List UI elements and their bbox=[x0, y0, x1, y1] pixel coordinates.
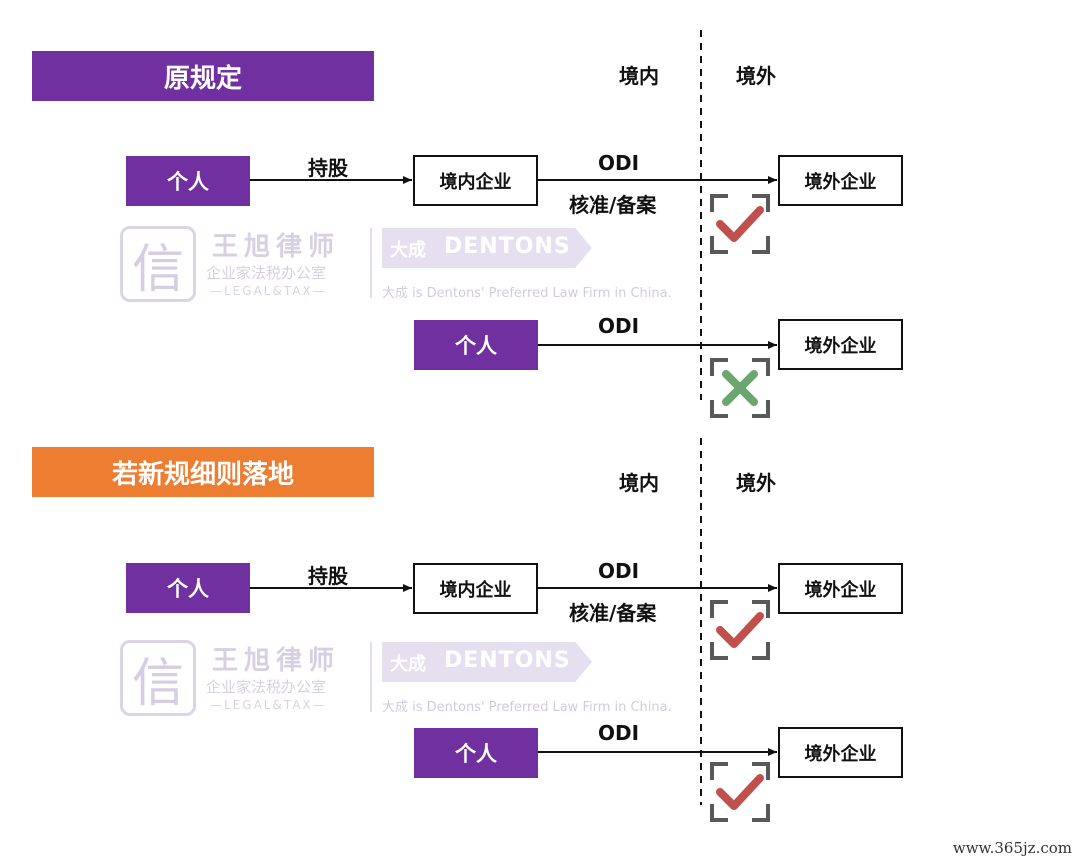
section2-row1-domestic-company-label: 境内企业 bbox=[439, 579, 512, 601]
section1-row1-odi-label: ODI bbox=[598, 151, 640, 175]
watermark-firm-sub: 企业家法税办公室 bbox=[206, 264, 327, 282]
section1-row2-overseas-company-box: 境外企业 bbox=[778, 319, 903, 370]
section2-row1-odi-label: ODI bbox=[598, 559, 640, 583]
section2-row2-person-box: 个人 bbox=[414, 728, 538, 778]
section1-row1-approval-label: 核准/备案 bbox=[569, 193, 657, 217]
watermark-seal-icon: 信 bbox=[120, 640, 196, 716]
watermark-dentons-en: DENTONS bbox=[444, 234, 571, 259]
section1-row2-person-label: 个人 bbox=[455, 334, 497, 358]
section2-row1-domestic-company-box: 境内企业 bbox=[413, 563, 538, 614]
watermark-firm-name: 王旭律师 bbox=[212, 646, 341, 676]
section2-row1-person-label: 个人 bbox=[167, 577, 209, 601]
section2-row1-shareholding-label: 持股 bbox=[308, 564, 348, 588]
section2-title-text: 若新规细则落地 bbox=[111, 459, 294, 490]
section1-row1-overseas-company-box: 境外企业 bbox=[778, 155, 903, 206]
section1-row1-person-label: 个人 bbox=[167, 170, 209, 194]
section1-row1-person-box: 个人 bbox=[126, 156, 250, 206]
section2-row1-overseas-company-label: 境外企业 bbox=[804, 579, 877, 601]
watermark-tagline: 大成 is Dentons' Preferred Law Firm in Chi… bbox=[382, 286, 672, 301]
watermark-firm-sub: 企业家法税办公室 bbox=[206, 678, 327, 696]
watermark-dentons-cn: 大成 bbox=[390, 654, 426, 675]
watermark-seal-char: 信 bbox=[131, 653, 184, 714]
watermark-dentons-cn: 大成 bbox=[390, 240, 426, 261]
section1-row2-person-box: 个人 bbox=[414, 320, 538, 370]
footer-url: www.365jz.com bbox=[952, 839, 1072, 857]
section1-row2-odi-label: ODI bbox=[598, 314, 640, 338]
section1-row1-check-icon bbox=[710, 194, 770, 254]
section1-row1-shareholding-label: 持股 bbox=[308, 156, 348, 180]
watermark-dentons-en: DENTONS bbox=[444, 648, 571, 673]
section2-row2-overseas-company-box: 境外企业 bbox=[778, 727, 903, 778]
section1-row2-overseas-company-label: 境外企业 bbox=[804, 335, 877, 357]
section2-row1-approval-label: 核准/备案 bbox=[569, 601, 657, 625]
section2-row1-check-icon bbox=[710, 600, 770, 660]
section1-row1-domestic-company-box: 境内企业 bbox=[413, 155, 538, 206]
watermark-firm-tag: —LEGAL&TAX— bbox=[210, 284, 327, 298]
watermark-2: 信 王旭律师 企业家法税办公室 —LEGAL&TAX— 大成 DENTONS 大… bbox=[120, 636, 700, 718]
watermark-divider bbox=[370, 642, 372, 712]
section2-row2-overseas-company-label: 境外企业 bbox=[804, 743, 877, 765]
section1-title-text: 原规定 bbox=[163, 63, 242, 94]
section2-row2-odi-label: ODI bbox=[598, 721, 640, 745]
section2-row1-person-box: 个人 bbox=[126, 563, 250, 613]
watermark-firm-name: 王旭律师 bbox=[212, 232, 341, 262]
section2-row2-check-icon bbox=[710, 762, 770, 822]
section2-domestic-label: 境内 bbox=[619, 471, 659, 495]
section2-row1-overseas-company-box: 境外企业 bbox=[778, 563, 903, 614]
watermark-dentons-banner: 大成 DENTONS bbox=[382, 228, 592, 268]
section2-overseas-label: 境外 bbox=[736, 471, 776, 495]
section1-overseas-label: 境外 bbox=[736, 64, 776, 88]
section1-row1-overseas-company-label: 境外企业 bbox=[804, 171, 877, 193]
section1-domestic-label: 境内 bbox=[619, 64, 659, 88]
section1-row1-domestic-company-label: 境内企业 bbox=[439, 171, 512, 193]
watermark-1: 信 王旭律师 企业家法税办公室 —LEGAL&TAX— 大成 DENTONS 大… bbox=[120, 222, 700, 304]
watermark-seal-icon: 信 bbox=[120, 226, 196, 302]
section2-row2-person-label: 个人 bbox=[455, 742, 497, 766]
watermark-divider bbox=[370, 228, 372, 298]
watermark-seal-char: 信 bbox=[131, 239, 184, 300]
watermark-dentons-banner: 大成 DENTONS bbox=[382, 642, 592, 682]
watermark-firm-tag: —LEGAL&TAX— bbox=[210, 698, 327, 712]
section1-title: 原规定 bbox=[32, 51, 374, 101]
section1-row2-cross-icon bbox=[710, 358, 770, 418]
watermark-tagline: 大成 is Dentons' Preferred Law Firm in Chi… bbox=[382, 700, 672, 715]
section2-title: 若新规细则落地 bbox=[32, 447, 374, 497]
